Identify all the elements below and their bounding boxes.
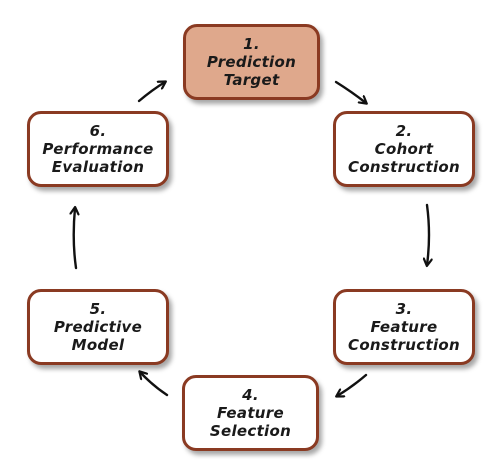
step-label-line: Performance <box>42 140 154 158</box>
step-number: 2. <box>395 122 413 140</box>
step-label-line: Cohort <box>374 140 434 158</box>
step-label-line: Evaluation <box>51 158 145 176</box>
step-5-predictive-model: 5. Predictive Model <box>27 289 169 365</box>
step-number: 6. <box>89 122 107 140</box>
step-number: 1. <box>243 35 260 53</box>
step-number: 3. <box>395 300 413 318</box>
step-label-line: Target <box>223 71 280 89</box>
step-label-line: Selection <box>209 422 292 440</box>
step-label-line: Predictive <box>53 318 143 336</box>
step-4-feature-selection: 4. Feature Selection <box>182 375 319 451</box>
step-label-line: Construction <box>348 336 460 354</box>
step-number: 5. <box>89 300 107 318</box>
step-label-line: Prediction <box>206 53 297 71</box>
arrow-2-to-3 <box>427 203 429 265</box>
arrow-4-to-5 <box>140 372 169 397</box>
step-label-line: Construction <box>348 158 460 176</box>
step-6-performance-evaluation: 6. Performance Evaluation <box>27 111 169 187</box>
step-label-line: Feature <box>370 318 438 336</box>
step-label-line: Model <box>71 336 125 354</box>
arrow-6-to-1 <box>137 82 165 103</box>
arrow-1-to-2 <box>334 80 366 103</box>
arrow-5-to-6 <box>74 208 76 270</box>
arrow-3-to-4 <box>337 373 368 396</box>
step-1-prediction-target: 1. Prediction Target <box>183 24 320 100</box>
step-3-feature-construction: 3. Feature Construction <box>333 289 475 365</box>
step-2-cohort-construction: 2. Cohort Construction <box>333 111 475 187</box>
step-number: 4. <box>242 386 259 404</box>
step-label-line: Feature <box>217 404 284 422</box>
